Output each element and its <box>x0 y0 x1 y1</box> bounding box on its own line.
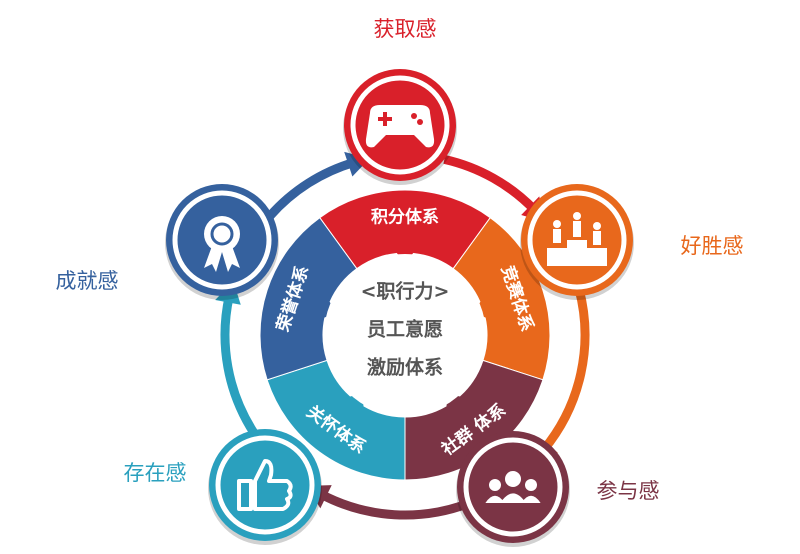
node-label-presence: 存在感 <box>123 461 187 485</box>
center-disc <box>324 254 486 416</box>
node-label-achievement: 成就感 <box>55 269 119 293</box>
node-gamepad <box>343 69 457 185</box>
node-label-gain: 获取感 <box>373 17 437 41</box>
cycle-arrow-arc <box>220 295 258 436</box>
center-subtitle-1: 员工意愿 <box>366 318 444 341</box>
award-ribbon-icon <box>204 216 240 272</box>
node-label-participation: 参与感 <box>596 479 660 503</box>
center-title: <职行力> <box>360 280 450 303</box>
center-subtitle-2: 激励体系 <box>366 356 444 379</box>
gamepad-icon <box>365 105 435 148</box>
cycle-arrow-arc <box>443 154 538 214</box>
ring-segment <box>259 216 358 381</box>
node-label-competitive: 好胜感 <box>680 234 744 258</box>
podium-icon <box>547 212 607 266</box>
node-award-ribbon <box>165 184 279 300</box>
cycle-arrow-arc <box>540 287 590 453</box>
segment-label: 积分体系 <box>371 207 439 228</box>
cycle-arrow-arc <box>318 489 473 520</box>
node-thumbs-up <box>208 429 322 545</box>
thumbs-up-icon <box>237 459 293 511</box>
node-podium <box>520 184 634 300</box>
node-group <box>456 431 570 547</box>
group-icon <box>485 471 541 503</box>
cycle-arrow-arc <box>266 157 356 219</box>
